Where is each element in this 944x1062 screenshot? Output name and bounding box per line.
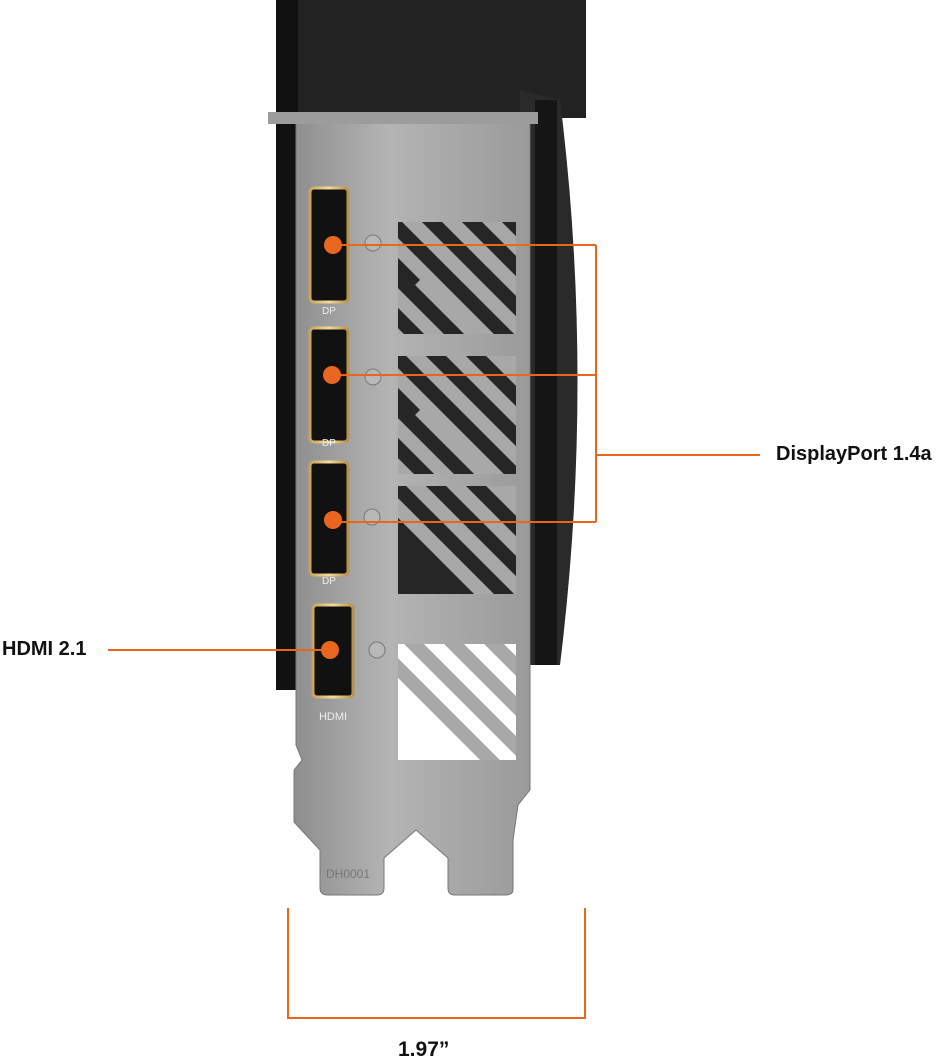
svg-text:DP: DP (322, 438, 336, 449)
callout-dots (321, 236, 342, 659)
displayport-port: DP (308, 326, 350, 449)
part-code: DH0001 (326, 867, 370, 881)
width-dimension-bracket (287, 908, 586, 1019)
svg-text:HDMI: HDMI (319, 711, 347, 723)
width-dimension-label: 1.97” (398, 1038, 450, 1061)
svg-text:DP: DP (322, 306, 336, 317)
displayport-label: DisplayPort 1.4a (776, 443, 932, 465)
hdmi-label: HDMI 2.1 (2, 638, 87, 660)
displayport-callout-lines (332, 244, 760, 523)
svg-text:DP: DP (322, 576, 336, 587)
